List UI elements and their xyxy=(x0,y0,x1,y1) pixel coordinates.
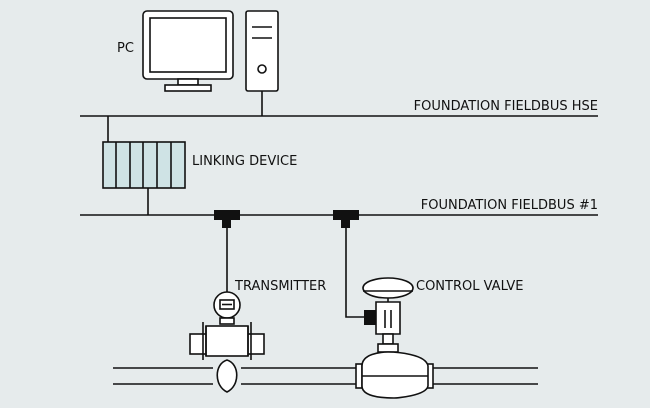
transmitter-label: TRANSMITTER xyxy=(234,279,326,294)
pc-tower xyxy=(245,10,279,92)
t-connector-transmitter xyxy=(214,210,240,220)
transmitter xyxy=(189,291,265,393)
control-valve xyxy=(361,277,429,399)
linking-device xyxy=(102,141,186,189)
t-connector-valve xyxy=(333,210,359,220)
linking-device-label: LINKING DEVICE xyxy=(192,154,297,169)
pipe xyxy=(113,363,538,389)
pc-label: PC xyxy=(117,41,134,56)
fieldbus-1-label: FOUNDATION FIELDBUS #1 xyxy=(421,198,598,213)
valve-positioner xyxy=(364,310,376,325)
pc-monitor xyxy=(142,10,234,92)
control-valve-drop-line xyxy=(345,226,366,318)
hse-bus-label: FOUNDATION FIELDBUS HSE xyxy=(414,99,598,114)
control-valve-label: CONTROL VALVE xyxy=(416,279,524,294)
